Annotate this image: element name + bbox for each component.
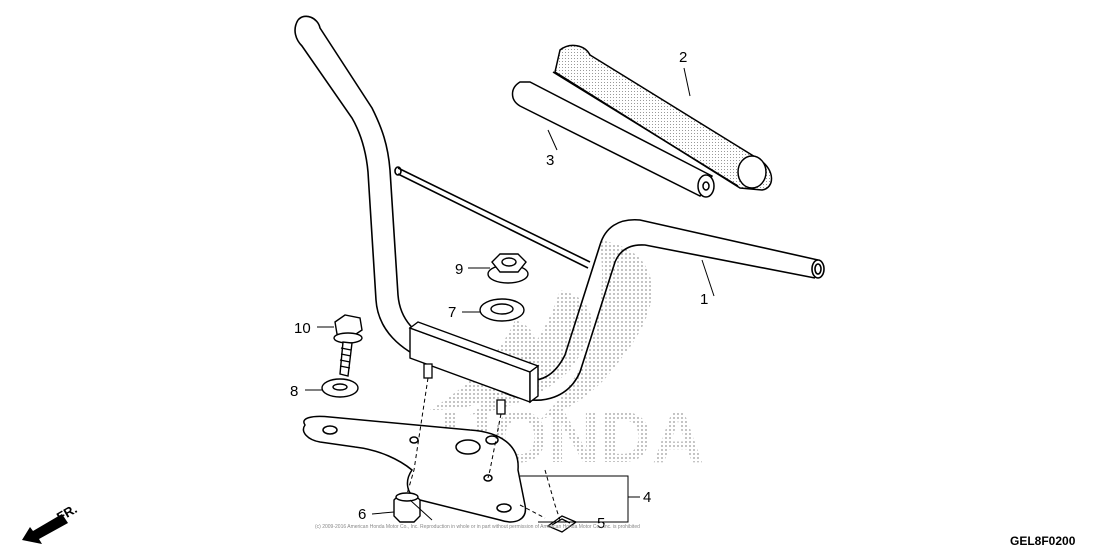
diagram-code: GEL8F0200 bbox=[1010, 534, 1076, 548]
leader-lines bbox=[305, 67, 715, 523]
flange-bolt bbox=[333, 314, 363, 377]
callout-2: 2 bbox=[679, 49, 687, 66]
callouts: 1 2 3 4 5 6 7 8 9 10 bbox=[290, 49, 708, 532]
washer-7 bbox=[479, 298, 525, 322]
callout-8: 8 bbox=[290, 383, 298, 400]
callout-1: 1 bbox=[700, 291, 708, 308]
callout-5: 5 bbox=[597, 515, 605, 532]
callout-6: 6 bbox=[358, 506, 366, 523]
callout-7: 7 bbox=[448, 304, 456, 321]
callout-4: 4 bbox=[643, 489, 651, 506]
flange-nut bbox=[487, 253, 529, 284]
callout-3: 3 bbox=[546, 152, 554, 169]
washer-8 bbox=[321, 378, 359, 398]
callout-9: 9 bbox=[455, 261, 463, 278]
copyright-text: (c) 2009-2016 American Honda Motor Co., … bbox=[315, 524, 640, 530]
foam-pad bbox=[511, 81, 715, 198]
callout-10: 10 bbox=[294, 320, 311, 337]
pad-clamp bbox=[408, 321, 540, 404]
front-direction-arrow: FR. bbox=[22, 501, 80, 544]
handlebar bbox=[294, 15, 825, 401]
cap-nut bbox=[393, 492, 421, 523]
grip-cover bbox=[552, 44, 773, 191]
